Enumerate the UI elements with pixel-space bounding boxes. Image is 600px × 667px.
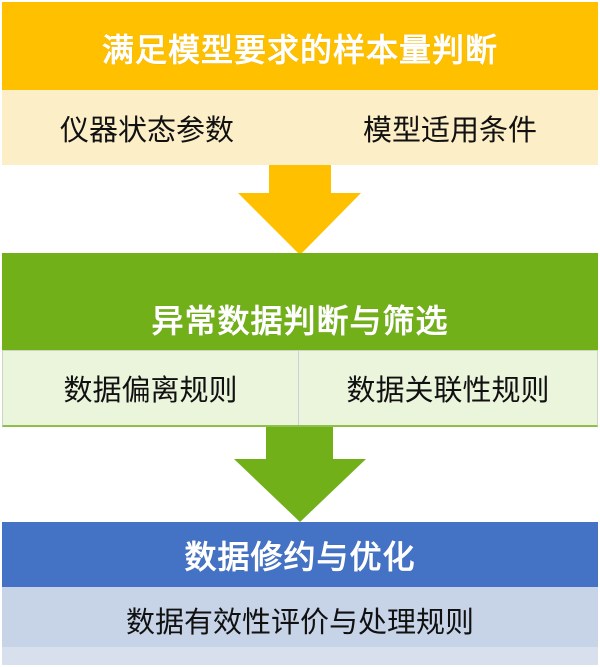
item-label: 模型适用条件: [362, 112, 537, 147]
stage1-item-model-conditions: 模型适用条件: [302, 90, 598, 165]
stage3-header: 数据修约与优化: [2, 522, 598, 587]
stage1-items-row: 仪器状态参数 模型适用条件: [2, 90, 598, 165]
item-label: 数据有效性评价与处理规则: [125, 605, 474, 639]
stage2-items-row: 数据偏离规则 数据关联性规则: [2, 350, 598, 427]
item-label: 数据偏离规则: [63, 373, 238, 407]
stage3-item-validity-rules: 数据有效性评价与处理规则: [2, 587, 598, 653]
stage1-item-instrument-params: 仪器状态参数: [2, 90, 292, 165]
arrow-1-shape: [238, 165, 361, 255]
item-label: 仪器状态参数: [59, 112, 234, 147]
stage2-item-deviation-rule: 数据偏离规则: [3, 351, 299, 425]
stage3-title: 数据修约与优化: [184, 537, 416, 576]
down-arrow-icon: [234, 427, 366, 522]
stage3-items-row: 数据有效性评价与处理规则: [2, 587, 598, 665]
stage2-title: 异常数据判断与筛选: [151, 301, 449, 340]
stage1-title: 满足模型要求的样本量判断: [101, 31, 498, 69]
arrow-2-shape: [234, 427, 366, 522]
down-arrow-icon: [238, 165, 361, 255]
stage2-header: 异常数据判断与筛选: [2, 253, 598, 350]
stage1-header: 满足模型要求的样本量判断: [2, 2, 598, 90]
stage2-item-correlation-rule: 数据关联性规则: [299, 351, 597, 425]
item-label: 数据关联性规则: [346, 373, 550, 407]
